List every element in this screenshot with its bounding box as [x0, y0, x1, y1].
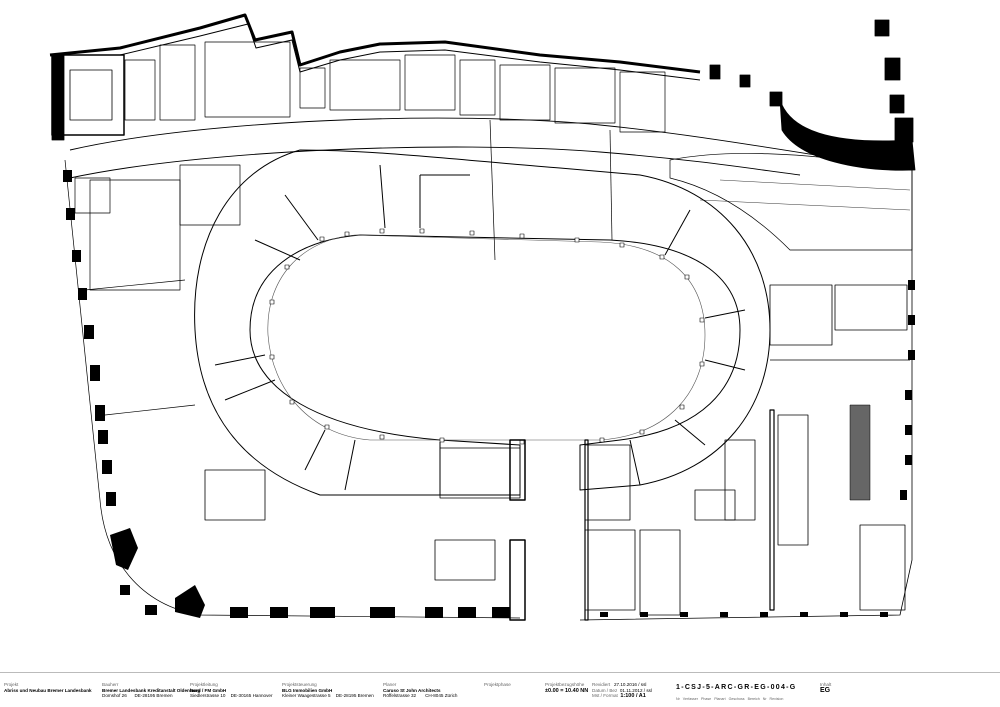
- client-name: Bremer Landesbank Kreditanstalt Oldenbur…: [102, 687, 201, 693]
- project-management-label: Projektleitung: [190, 682, 218, 687]
- planner-field: Planer Caruso St John Architects Röffels…: [383, 682, 458, 699]
- client-label: Bauherr: [102, 682, 119, 687]
- client-field: Bauherr Bremer Landesbank Kreditanstalt …: [102, 682, 200, 699]
- east-rooms: [694, 284, 910, 611]
- date-row: Datum / Bez 01.11.2012 / ssl: [592, 687, 652, 693]
- west-rooms: [74, 164, 241, 416]
- east-perimeter-piers: [600, 280, 915, 617]
- project-label: Projekt: [4, 682, 19, 687]
- north-rooms: [124, 41, 666, 261]
- planner-label: Planer: [383, 682, 397, 687]
- project-phase-field: Projektphase: [484, 682, 511, 688]
- project-management-address: Siedlerstrasse 10 DE-30165 Hannover: [190, 693, 273, 699]
- project-name: Abriss und Neubau Bremer Landesbank: [4, 687, 92, 693]
- project-control-name: BLG Immobilien GmbH: [282, 687, 333, 693]
- north-inner-wall: [59, 23, 701, 81]
- atrium-columns: [269, 228, 705, 445]
- reference-height-value: ±0.00 = 10.40 NN: [545, 687, 589, 694]
- project-management-name: Nord / FM GmbH: [190, 687, 227, 693]
- project-control-address: Kleiner Waagestrasse 5 DE-28195 Bremen: [282, 693, 374, 699]
- project-control-field: Projektsteuerung BLG Immobilien GmbH Kle…: [282, 682, 374, 699]
- project-control-label: Projektsteuerung: [282, 682, 317, 687]
- content-field: Inhalt EG: [820, 682, 831, 693]
- northeast-heavy-wall: [779, 99, 916, 171]
- title-block: Projekt Abriss und Neubau Bremer Landesb…: [0, 672, 1000, 707]
- west-perimeter-piers: [63, 170, 510, 618]
- floor-plan: [49, 13, 916, 621]
- south-cores: [204, 439, 681, 621]
- reference-height-label: Projektbezugshöhe: [545, 682, 585, 687]
- inner-oval-atrium: [267, 234, 706, 441]
- content-label: Inhalt: [820, 682, 832, 687]
- east-ramp: [669, 153, 913, 251]
- revision-field: Revidiert 27.10.2016 / ssl Datum / Bez 0…: [592, 682, 652, 700]
- planner-name: Caruso St John Architects: [383, 687, 441, 693]
- radial-partitions: [214, 164, 746, 495]
- project-management-field: Projektleitung Nord / FM GmbH Siedlerstr…: [190, 682, 273, 699]
- curved-corridor: [69, 117, 913, 171]
- north-facade-wall: [49, 13, 701, 74]
- revision-row: Revidiert 27.10.2016 / ssl: [592, 682, 647, 687]
- oval-atrium-ring: [194, 149, 771, 496]
- plan-number-legend: Nr Verfasser Phase Planart Geschoss Bere…: [676, 697, 784, 701]
- plan-number: 1-CSJ-5-ARC-GR-EG-004-G: [676, 684, 797, 691]
- project-field: Projekt Abriss und Neubau Bremer Landesb…: [4, 682, 92, 693]
- project-phase-label: Projektphase: [484, 682, 511, 687]
- scale-row: Mst / Format 1:100 / A1: [592, 693, 646, 700]
- content-value: EG: [820, 686, 831, 694]
- east-outer-wall: [579, 170, 913, 621]
- client-address: Domshof 26 DE-28195 Bremen: [102, 693, 173, 699]
- planner-address: Röffelstrasse 32 CH-8045 Zürich: [383, 693, 458, 699]
- west-outer-wall: [64, 159, 521, 619]
- reference-height-field: Projektbezugshöhe ±0.00 = 10.40 NN: [545, 682, 588, 694]
